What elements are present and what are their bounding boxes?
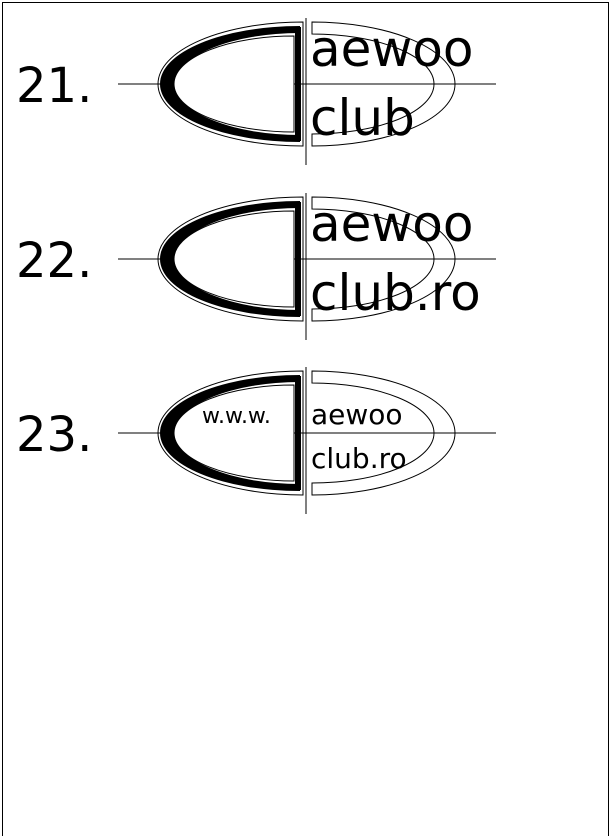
d-outer-outline (157, 370, 304, 496)
logo-text-line2: club.ro (310, 264, 481, 322)
d-vertical-bar (295, 376, 301, 490)
variant-number: 23. (16, 407, 92, 463)
d-inner-outline (173, 384, 295, 482)
d-vertical-bar (295, 27, 301, 141)
variant-number: 22. (16, 233, 92, 289)
logo-text-line2: club.ro (311, 442, 407, 475)
right-crescent-outline (311, 370, 456, 496)
right-crescent-outline (311, 196, 456, 322)
d-thick-crescent (160, 375, 300, 491)
logo-variant-23: 23. w.w.w. aewoo club.ro (16, 367, 496, 514)
d-thick-crescent (160, 201, 300, 317)
d-outer-outline (157, 196, 304, 322)
d-thick-crescent (160, 26, 300, 142)
logo-prefix-text: w.w.w. (202, 404, 271, 429)
logo-text-line1: aewoo (311, 398, 403, 431)
d-inner-outline (173, 210, 295, 308)
d-outer-outline (157, 21, 304, 147)
logo-text-line1: aewoo (310, 20, 473, 78)
d-vertical-bar (295, 202, 301, 316)
logo-variant-22: 22. aewoo club.ro (16, 193, 496, 340)
d-inner-outline (173, 35, 295, 133)
right-crescent-outline (311, 21, 456, 147)
logo-text-line2: club (310, 89, 415, 147)
logo-variant-21: 21. aewoo club (16, 18, 496, 165)
logo-text-line1: aewoo (310, 195, 473, 253)
variant-number: 21. (16, 58, 92, 114)
